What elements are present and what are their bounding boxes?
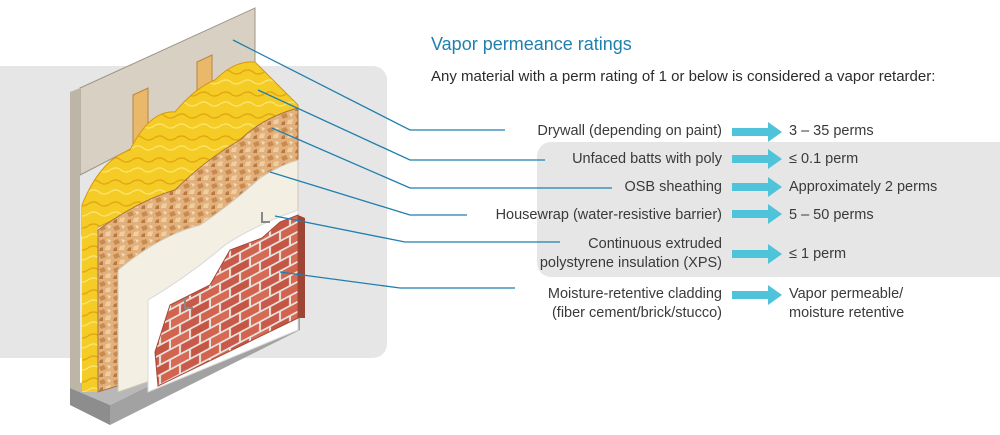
arrow-icon-4 xyxy=(732,204,782,224)
insulation-batt-layer xyxy=(81,61,299,236)
leader-line-housewrap xyxy=(269,171,467,216)
leader-line-batts xyxy=(257,89,545,161)
rating-arrows xyxy=(732,122,782,305)
layer-label-osb: OSB sheathing xyxy=(624,179,722,195)
leader-line-cladding xyxy=(279,271,515,289)
layer-label-housewrap: Housewrap (water-resistive barrier) xyxy=(495,207,722,223)
perm-value-xps: ≤ 1 perm xyxy=(789,246,847,262)
footing-side xyxy=(70,388,110,425)
arrow-icon-1 xyxy=(732,122,782,142)
diagram-title: Vapor permeance ratings xyxy=(431,34,632,54)
perm-value-housewrap: 5 – 50 perms xyxy=(789,207,874,223)
brick-edge xyxy=(298,215,305,318)
leader-line-xps xyxy=(274,215,560,243)
brick-tie-1 xyxy=(261,212,270,223)
diagram-subtitle: Any material with a perm rating of 1 or … xyxy=(431,68,936,85)
drywall-edge xyxy=(70,88,80,392)
layer-label-batts: Unfaced batts with poly xyxy=(572,151,722,167)
arrow-icon-3 xyxy=(732,177,782,197)
perm-value-cladding: Vapor permeable/moisture retentive xyxy=(789,286,905,321)
leader-line-osb xyxy=(271,127,612,189)
leader-line-drywall xyxy=(232,39,505,131)
perm-value-batts: ≤ 0.1 perm xyxy=(789,151,859,167)
batt-edge xyxy=(82,205,98,392)
layer-label-drywall: Drywall (depending on paint) xyxy=(537,123,722,139)
perm-value-osb: Approximately 2 perms xyxy=(789,179,938,195)
brick-cladding-layer xyxy=(154,214,299,387)
arrow-icon-2 xyxy=(732,149,782,169)
arrow-icon-6 xyxy=(732,285,782,305)
perm-value-drywall: 3 – 35 perms xyxy=(789,123,874,139)
brick-tie-2 xyxy=(184,298,193,309)
arrow-icon-5 xyxy=(732,244,782,264)
layer-label-cladding: Moisture-retentive cladding(fiber cement… xyxy=(547,286,722,321)
